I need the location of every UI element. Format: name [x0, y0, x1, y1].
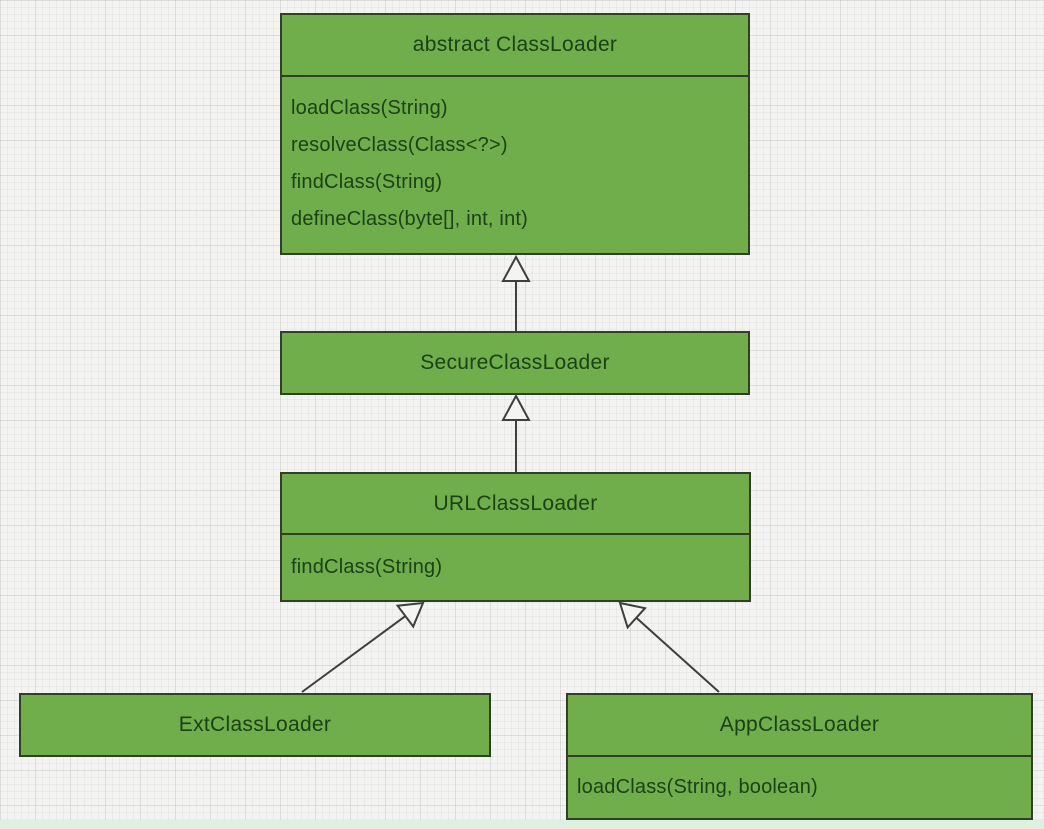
- hollow-triangle-icon: [501, 254, 531, 282]
- hollow-triangle-icon: [395, 601, 425, 629]
- hollow-triangle-icon: [618, 601, 647, 630]
- method-label: findClass(String): [291, 556, 443, 578]
- hollow-triangle-icon: [501, 393, 531, 421]
- method-label: defineClass(byte[], int, int): [291, 208, 529, 230]
- class-box-urlclassloader: URLClassLoader findClass(String): [280, 472, 751, 602]
- class-title: ExtClassLoader: [178, 713, 332, 736]
- class-title: SecureClassLoader: [420, 351, 610, 374]
- inheritance-arrow-appclassloader-to-urlclassloader: [618, 601, 720, 693]
- method-label: loadClass(String): [291, 97, 448, 119]
- class-box-abstract-classloader: abstract ClassLoader loadClass(String) r…: [280, 13, 750, 255]
- class-box-appclassloader: AppClassLoader loadClass(String, boolean…: [566, 693, 1033, 820]
- method-label: resolveClass(Class<?>): [291, 134, 508, 156]
- method-label: loadClass(String, boolean): [577, 776, 818, 798]
- class-methods: loadClass(String, boolean): [568, 757, 1031, 818]
- inheritance-arrow-urlclassloader-to-secureclassloader: [501, 393, 531, 472]
- method-label: findClass(String): [291, 171, 443, 193]
- class-title: abstract ClassLoader: [282, 15, 748, 77]
- bottom-strip: [0, 820, 1044, 829]
- class-title: AppClassLoader: [568, 695, 1031, 757]
- class-box-extclassloader: ExtClassLoader: [19, 693, 491, 757]
- class-title: URLClassLoader: [282, 474, 749, 535]
- inheritance-arrow-secureclassloader-to-classloader: [501, 254, 531, 332]
- class-methods: loadClass(String) resolveClass(Class<?>)…: [282, 77, 748, 253]
- class-methods: findClass(String): [282, 535, 749, 600]
- class-box-secureclassloader: SecureClassLoader: [280, 331, 750, 395]
- inheritance-arrow-extclassloader-to-urlclassloader: [301, 601, 425, 693]
